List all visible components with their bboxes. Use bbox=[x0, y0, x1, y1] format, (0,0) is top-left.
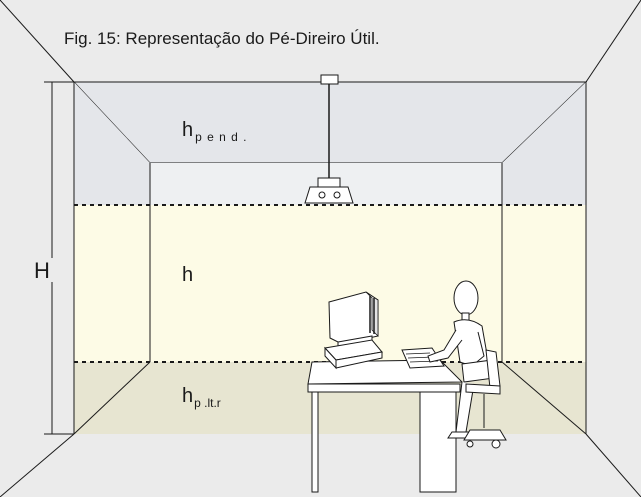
ceiling-lamp bbox=[304, 74, 354, 204]
floor-edge-right bbox=[501, 361, 587, 435]
height-label-H: H bbox=[34, 258, 50, 283]
height-dimension: H bbox=[32, 81, 74, 435]
ceiling-zone bbox=[72, 81, 588, 164]
right-wall-upper bbox=[502, 82, 586, 205]
figure-caption: Fig. 15: Representação do Pé-Direiro Úti… bbox=[64, 29, 380, 48]
perspective-bottom-right bbox=[585, 433, 641, 497]
workstation bbox=[307, 280, 507, 493]
work-plane-height-label: hp .lt.r bbox=[182, 385, 221, 410]
floor-edge-left bbox=[73, 361, 151, 435]
perspective-top-left bbox=[0, 0, 75, 83]
useful-height-label: h bbox=[182, 264, 193, 286]
perspective-bottom-left bbox=[0, 433, 75, 497]
left-wall-upper bbox=[74, 82, 150, 205]
perspective-top-right bbox=[585, 0, 641, 83]
seated-mannequin bbox=[427, 280, 507, 449]
